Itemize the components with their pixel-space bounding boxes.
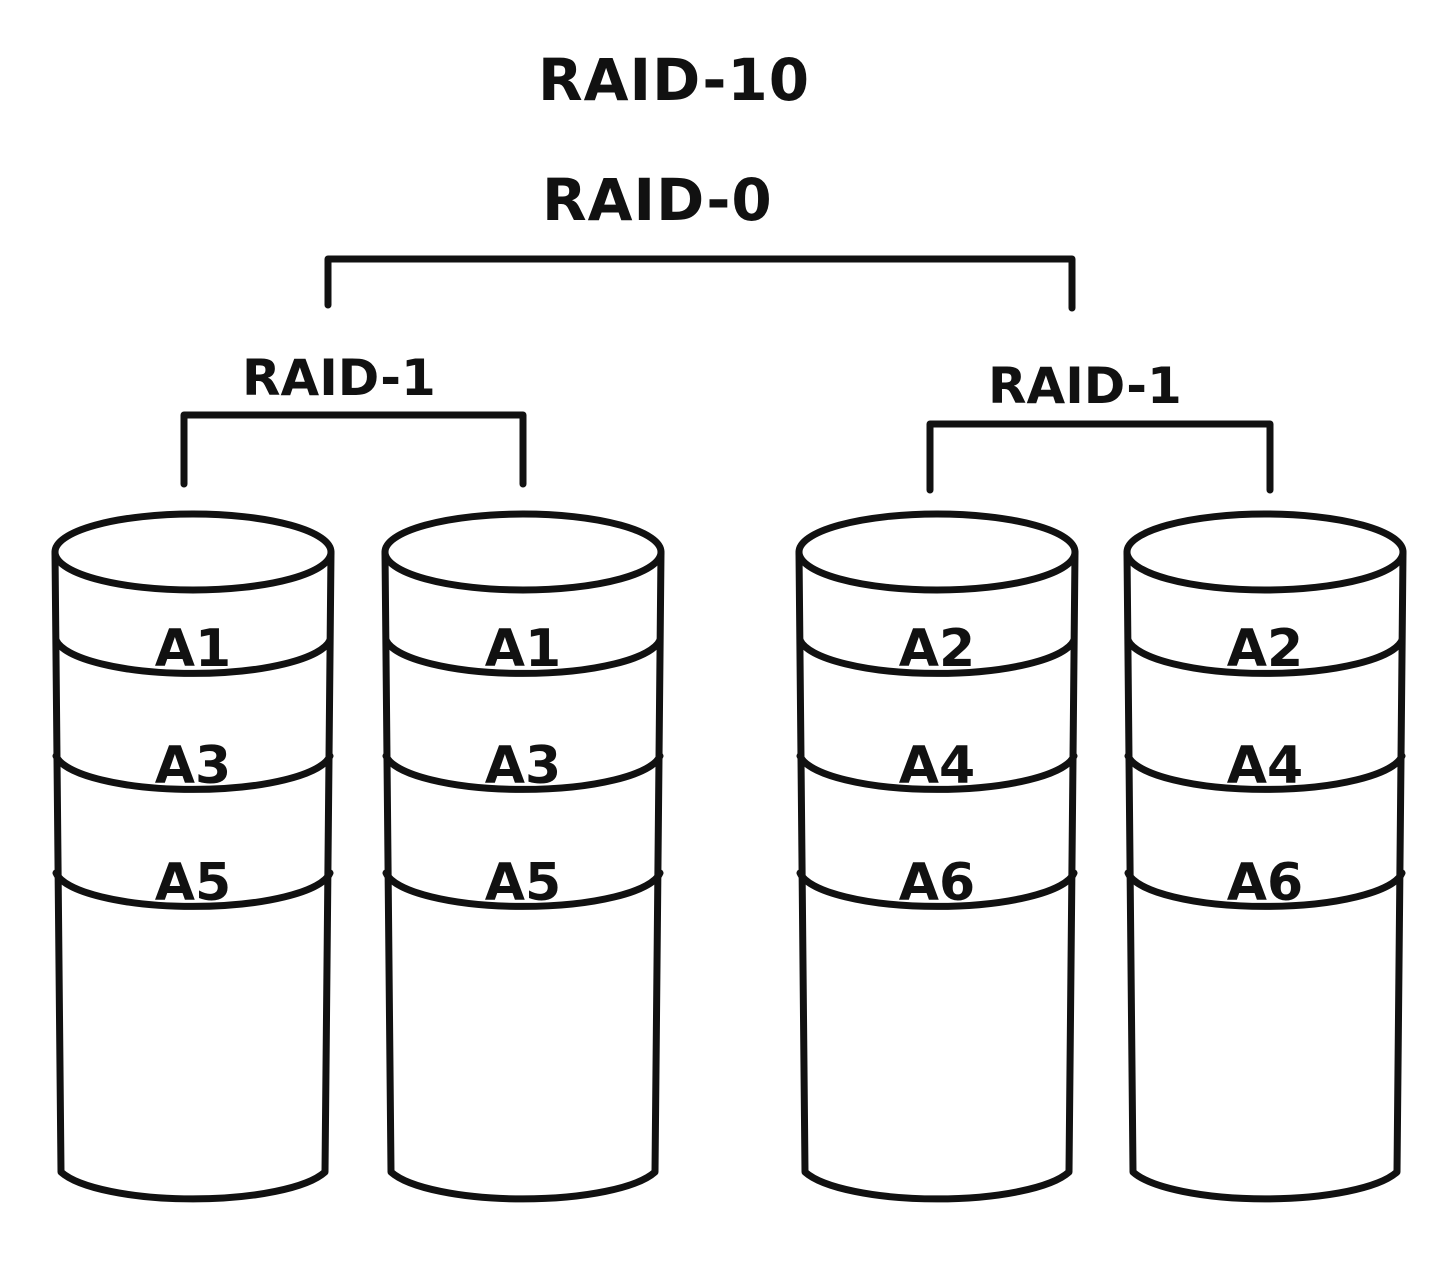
raid-1-bracket-left	[180, 411, 527, 488]
data-block-label: A1	[155, 619, 231, 679]
data-block-label: A3	[485, 736, 561, 796]
disk-segment-divider	[1124, 869, 1406, 910]
data-block-label: A2	[1227, 619, 1303, 679]
disk-segment-divider	[1124, 636, 1406, 677]
disk-segment-divider	[382, 869, 664, 910]
disk-top	[51, 510, 335, 594]
disk-body	[795, 548, 1079, 1203]
disk-segment-divider	[796, 869, 1078, 910]
raid-0-label: RAID-0	[542, 166, 773, 234]
disk-segment-divider	[52, 752, 334, 793]
data-block-label: A5	[155, 853, 231, 913]
disk-segment-divider	[382, 752, 664, 793]
disk-top	[1123, 510, 1407, 594]
data-block-label: A6	[899, 853, 975, 913]
data-block-label: A5	[485, 853, 561, 913]
disk-body	[1123, 548, 1407, 1203]
disk-segment-divider	[796, 752, 1078, 793]
raid-0-bracket	[324, 255, 1076, 312]
disk-segment-divider	[382, 636, 664, 677]
data-block-label: A4	[1227, 736, 1303, 796]
data-block-label: A1	[485, 619, 561, 679]
data-block-label: A3	[155, 736, 231, 796]
data-block-label: A4	[899, 736, 975, 796]
disk-body	[51, 548, 335, 1203]
disk-segment-divider	[1124, 752, 1406, 793]
raid-1-label-right: RAID-1	[988, 357, 1182, 415]
raid-1-label-left: RAID-1	[242, 349, 436, 407]
data-block-label: A2	[899, 619, 975, 679]
raid-1-bracket-right	[926, 420, 1274, 494]
diagram-title: RAID-10	[538, 46, 810, 114]
disk-top	[795, 510, 1079, 594]
data-block-label: A6	[1227, 853, 1303, 913]
disk-segment-divider	[52, 869, 334, 910]
disk-segment-divider	[52, 636, 334, 677]
disk-segment-divider	[796, 636, 1078, 677]
disk-top	[381, 510, 665, 594]
disk-body	[381, 548, 665, 1203]
